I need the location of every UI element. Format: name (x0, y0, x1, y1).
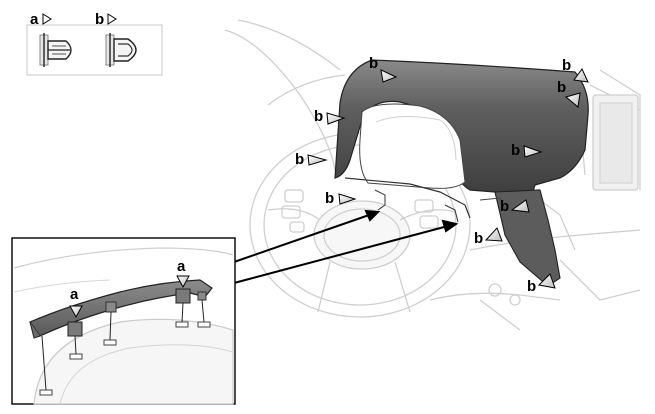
leader-line-lower (233, 225, 449, 284)
svg-text:b: b (527, 278, 536, 295)
inset-panel-strip (29, 279, 213, 337)
callout-b-2: b (562, 57, 589, 83)
callout-pointer-icon (564, 92, 581, 108)
clip-b-body-icon (113, 38, 137, 62)
cover-lower-bracket (344, 177, 471, 219)
inset-clip-a-right (175, 288, 191, 304)
leader-arrowhead-upper (364, 209, 381, 222)
callout-b-4: b (314, 108, 346, 125)
callout-pointer-icon (523, 145, 543, 158)
clip-a-letter: a (30, 11, 39, 28)
svg-text:b: b (295, 151, 304, 168)
leader-arrows (233, 209, 459, 284)
callout-b-1: b (369, 55, 398, 83)
callout-pointer-icon (573, 68, 589, 83)
callout-b-9: b (474, 227, 503, 247)
svg-text:b: b (474, 230, 483, 247)
callout-pointer-icon (69, 305, 83, 319)
instrument-panel-cover (334, 59, 589, 287)
leader-line-upper (233, 213, 373, 263)
clip-b-pointer-icon (107, 13, 117, 25)
callout-b-7: b (325, 190, 357, 207)
cover-right-extension (494, 189, 561, 287)
clip-b-legend: b (95, 11, 137, 67)
callout-b-6: b (295, 151, 328, 168)
svg-text:b: b (500, 198, 509, 215)
callout-pointer-icon (537, 273, 556, 289)
clip-a-legend: a (30, 11, 72, 67)
svg-text:a: a (70, 286, 79, 303)
callout-pointer-icon (326, 112, 346, 125)
svg-text:b: b (325, 190, 334, 207)
svg-text:b: b (314, 108, 323, 125)
leader-arrowhead-lower (441, 219, 459, 233)
callout-pointer-icon (338, 193, 357, 205)
svg-text:b: b (369, 55, 378, 72)
svg-text:b: b (511, 142, 520, 159)
callout-b-3: b (557, 79, 581, 108)
inset-dash-top (33, 318, 234, 405)
clip-b-letter: b (95, 11, 104, 28)
callout-b-5: b (511, 142, 543, 159)
callout-pointer-icon (380, 69, 398, 83)
clip-a-pointer-icon (42, 13, 52, 25)
clip-legend: a b (26, 11, 163, 76)
callout-b-8: b (500, 198, 530, 215)
callout-pointer-icon (484, 227, 503, 242)
cover-opening (359, 103, 466, 189)
inset-callout-a-right: a (176, 258, 190, 289)
inset-callout-a-left: a (69, 286, 83, 319)
main-callouts: b b b b b b b b (295, 55, 589, 295)
svg-text:b: b (557, 79, 566, 96)
callout-b-10: b (527, 273, 556, 295)
svg-text:a: a (177, 258, 186, 275)
callout-pointer-icon (510, 199, 530, 213)
callout-pointer-icon (307, 154, 328, 166)
svg-text:b: b (562, 57, 571, 74)
inset-detail: a a (11, 237, 236, 405)
inset-clip-a-left (67, 321, 83, 337)
callout-pointer-icon (176, 275, 190, 289)
